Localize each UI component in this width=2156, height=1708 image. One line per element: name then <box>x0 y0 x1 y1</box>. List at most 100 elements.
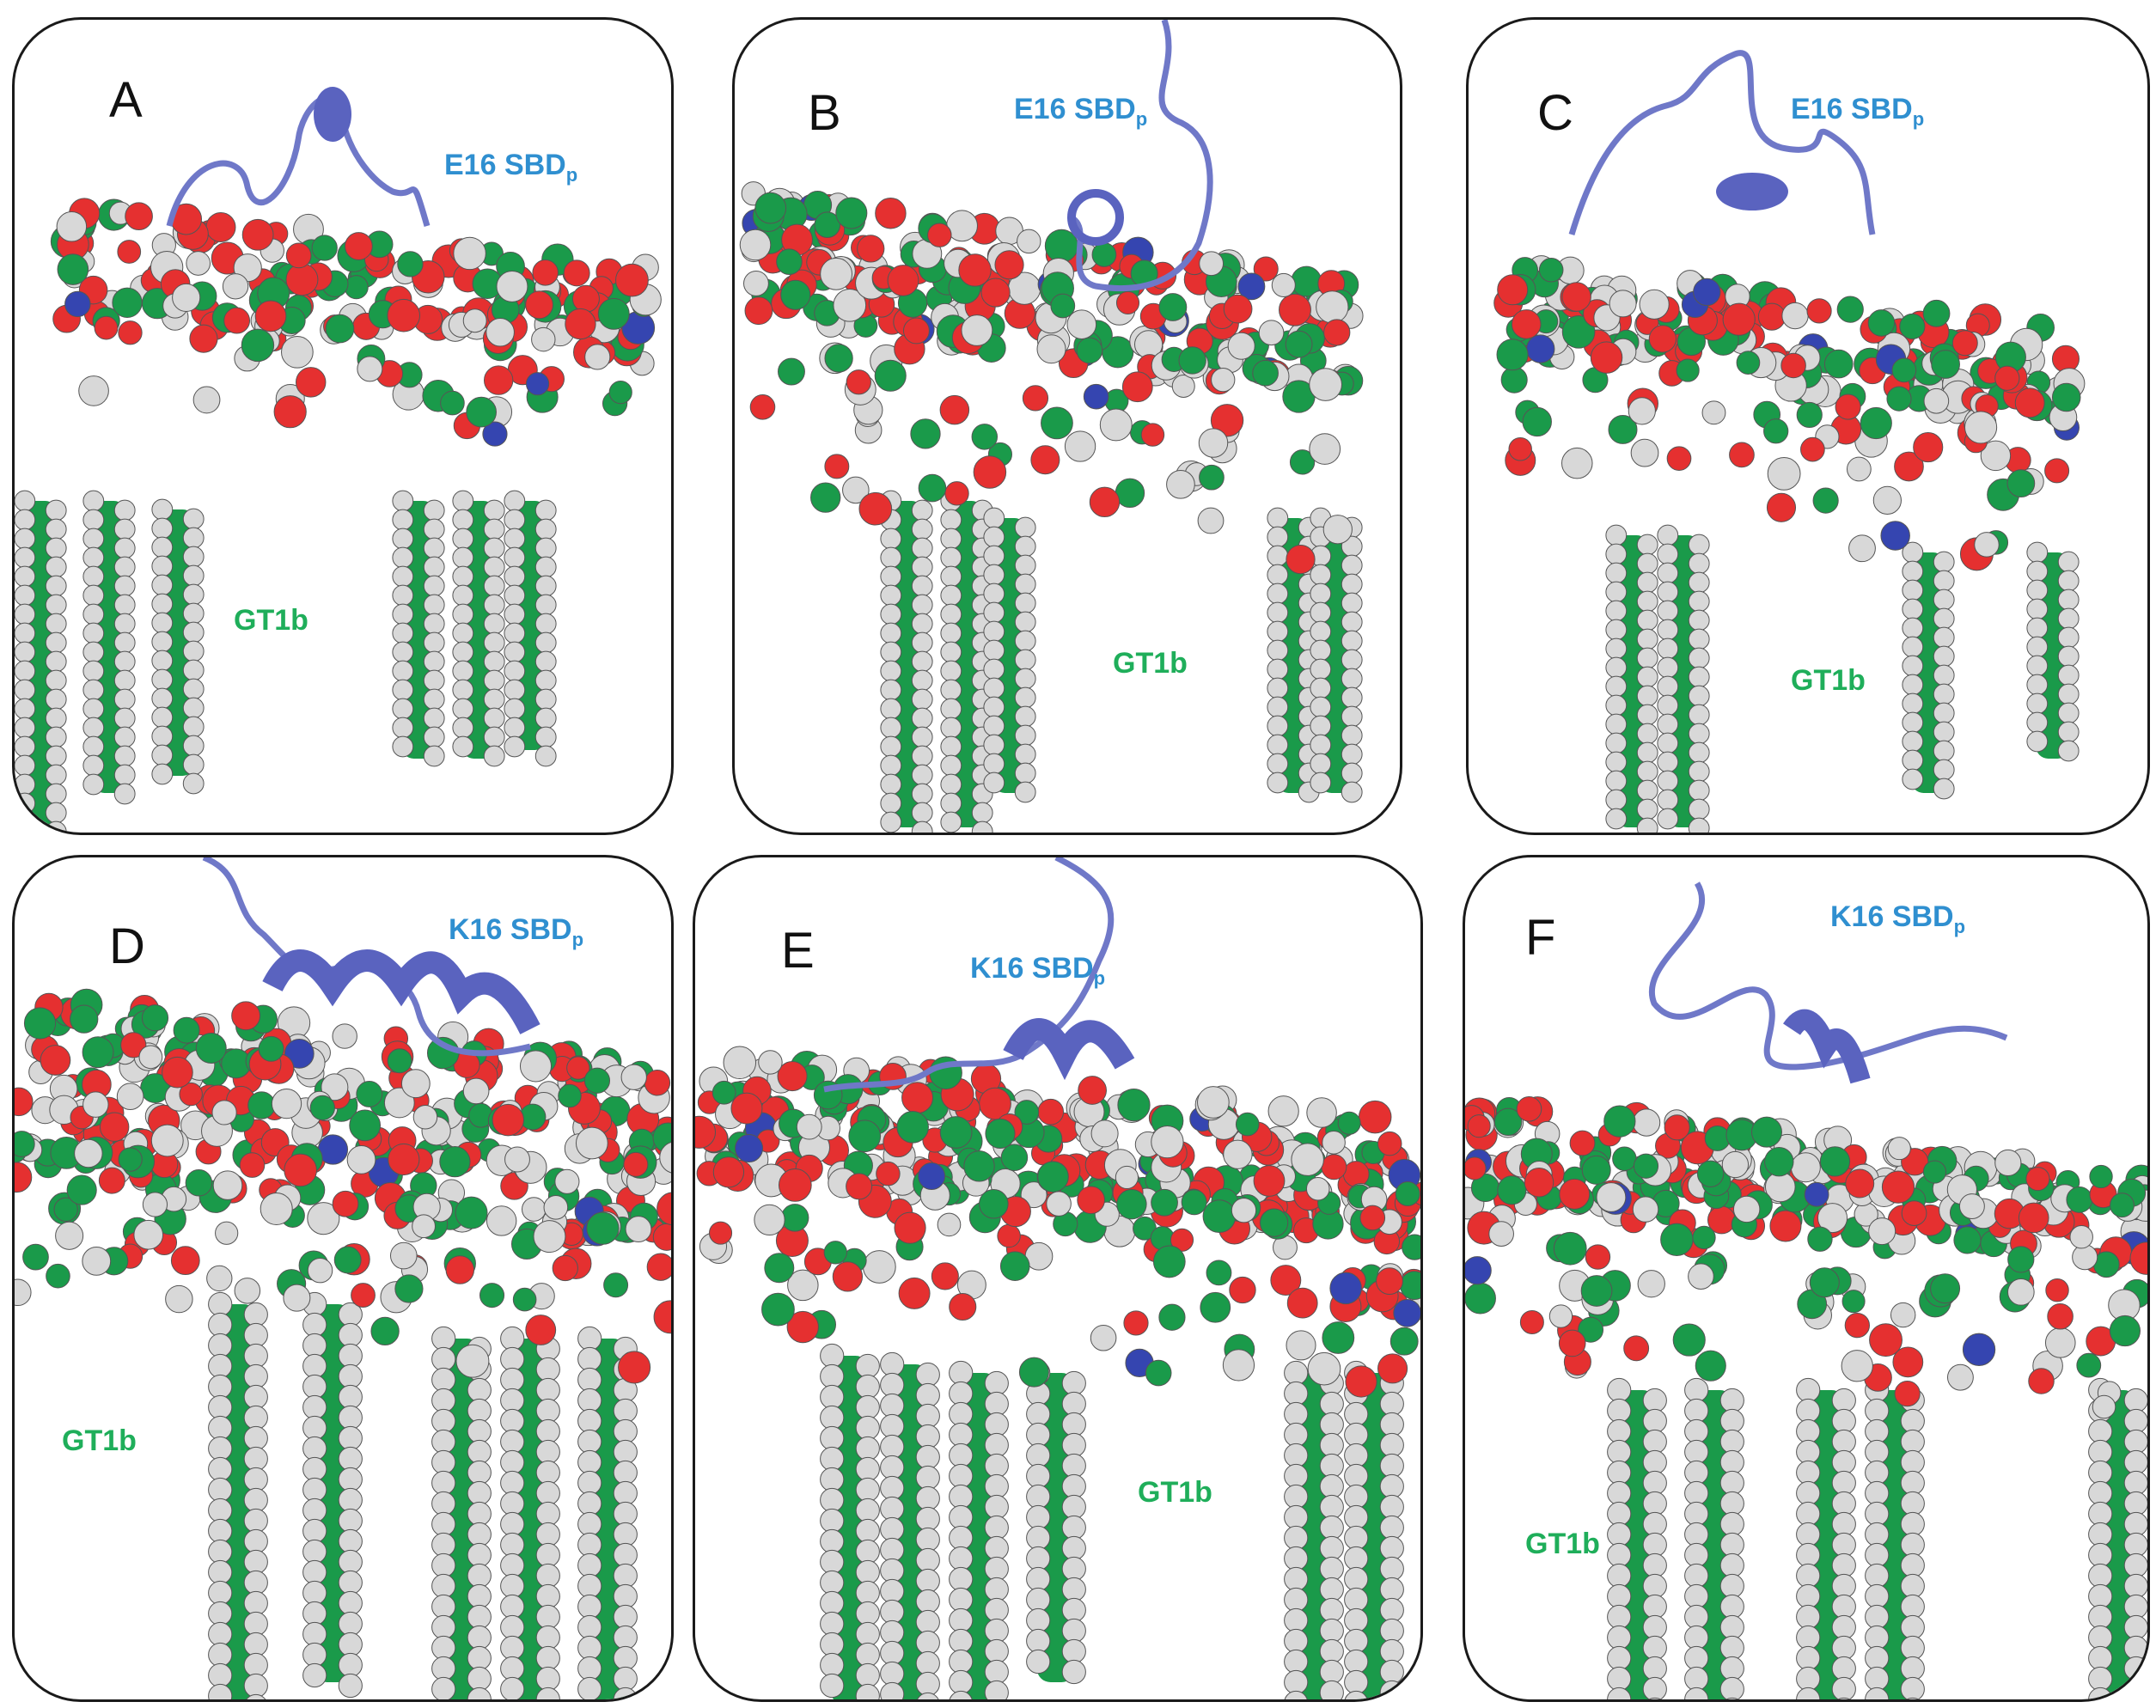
hydrogen-atom <box>1841 1350 1873 1382</box>
hydrogen-atom <box>1767 456 1801 491</box>
hydrogen-atom <box>1026 1422 1051 1448</box>
hydrogen-atom <box>984 1494 1009 1520</box>
carbon-atom <box>1953 1226 1982 1254</box>
hydrogen-atom <box>467 1583 492 1609</box>
hydrogen-atom <box>1657 789 1679 811</box>
hydrogen-atom <box>880 1434 905 1460</box>
hydrogen-atom <box>1974 532 2000 558</box>
hydrogen-atom <box>1642 1511 1667 1537</box>
oxygen-atom <box>1140 423 1165 447</box>
oxygen-atom <box>1901 1200 1927 1226</box>
hydrogen-atom <box>1379 1412 1404 1437</box>
hydrogen-atom <box>1796 1604 1821 1630</box>
carbon-atom <box>2110 1193 2135 1218</box>
hydrogen-atom <box>45 556 67 578</box>
oxygen-atom <box>120 1032 147 1058</box>
hydrogen-atom <box>2088 1480 2113 1506</box>
hydrogen-atom <box>1831 1594 1856 1620</box>
carbon-atom <box>971 424 999 450</box>
hydrogen-atom <box>1657 713 1679 735</box>
carbon-atom <box>1285 330 1313 358</box>
hydrogen-atom <box>82 490 105 512</box>
carbon-atom <box>1115 478 1145 509</box>
hydrogen-atom <box>1964 411 1998 444</box>
hydrogen-atom <box>2088 1645 2113 1671</box>
hydrogen-atom <box>1379 1494 1404 1520</box>
hydrogen-atom <box>302 1621 327 1647</box>
hydrogen-atom <box>1026 1607 1051 1633</box>
hydrogen-atom <box>1781 302 1809 330</box>
hydrogen-atom <box>208 1374 233 1400</box>
carbon-atom <box>603 1272 629 1298</box>
hydrogen-atom <box>302 1662 327 1688</box>
peptide-label: E16 SBDp <box>444 149 578 186</box>
hydrogen-atom <box>971 802 993 824</box>
hydrogen-atom <box>1865 1418 1890 1444</box>
hydrogen-atom <box>208 1353 233 1379</box>
hydrogen-atom <box>1642 1388 1667 1413</box>
hydrogen-atom <box>915 1362 940 1388</box>
panel-letter: A <box>109 72 143 128</box>
oxygen-atom <box>2014 387 2045 418</box>
hydrogen-atom <box>1596 1182 1627 1212</box>
hydrogen-atom <box>1026 1628 1051 1654</box>
hydrogen-atom <box>1900 1656 1925 1681</box>
carbon-atom <box>1206 1260 1232 1286</box>
hydrogen-atom <box>307 1202 340 1235</box>
carbon-atom <box>1763 418 1789 444</box>
hydrogen-atom <box>500 1326 525 1351</box>
hydrogen-atom <box>1211 367 1236 393</box>
hydrogen-atom <box>45 499 67 522</box>
carbon-atom <box>2007 1246 2035 1273</box>
hydrogen-atom <box>554 1168 580 1194</box>
molecule-scene <box>15 87 662 833</box>
hydrogen-atom <box>1344 1628 1369 1654</box>
hydrogen-atom <box>820 1343 845 1369</box>
hydrogen-atom <box>504 528 526 550</box>
hydrogen-atom <box>1701 400 1726 425</box>
hydrogen-atom <box>212 1170 243 1200</box>
hydrogen-atom <box>1061 1597 1086 1623</box>
hydrogen-atom <box>742 270 769 296</box>
hydrogen-atom <box>984 1618 1009 1644</box>
carbon-atom <box>586 1211 620 1245</box>
hydrogen-atom <box>1636 628 1658 650</box>
hydrogen-atom <box>1831 1511 1856 1537</box>
hydrogen-atom <box>2088 1522 2113 1547</box>
hydrogen-atom <box>534 631 557 654</box>
carbon-atom <box>1580 1275 1613 1307</box>
hydrogen-atom <box>1719 1408 1744 1434</box>
hydrogen-atom <box>880 754 902 777</box>
hydrogen-atom <box>855 1353 880 1379</box>
hydrogen-atom <box>1284 1401 1309 1427</box>
oxygen-atom <box>657 1192 671 1226</box>
hydrogen-atom <box>15 1278 32 1307</box>
hydrogen-atom <box>535 1604 560 1630</box>
oxygen-atom <box>2028 1368 2055 1394</box>
hydrogen-atom <box>855 1477 880 1503</box>
hydrogen-atom <box>880 1681 905 1699</box>
hydrogen-atom <box>1061 1432 1086 1458</box>
hydrogen-atom <box>452 528 474 550</box>
hydrogen-atom <box>243 1425 268 1451</box>
hydrogen-atom <box>1066 309 1097 339</box>
hydrogen-atom <box>1197 1086 1230 1119</box>
oxygen-atom <box>125 202 153 230</box>
hydrogen-atom <box>1628 397 1656 425</box>
hydrogen-atom <box>1284 1546 1309 1571</box>
hydrogen-atom <box>915 1382 940 1408</box>
hydrogen-atom <box>984 1515 1009 1540</box>
hydrogen-atom <box>880 1661 905 1687</box>
oxygen-atom <box>949 1292 977 1321</box>
carbon-atom <box>439 1146 471 1178</box>
hydrogen-atom <box>1319 1412 1344 1437</box>
hydrogen-atom <box>208 1456 233 1482</box>
hydrogen-atom <box>1319 1515 1344 1540</box>
hydrogen-atom <box>113 669 136 692</box>
hydrogen-atom <box>1684 1460 1709 1485</box>
hydrogen-atom <box>915 1630 940 1656</box>
oxygen-atom <box>563 259 590 287</box>
hydrogen-atom <box>577 1470 602 1496</box>
hydrogen-atom <box>1267 583 1289 605</box>
oxygen-atom <box>1223 294 1253 324</box>
